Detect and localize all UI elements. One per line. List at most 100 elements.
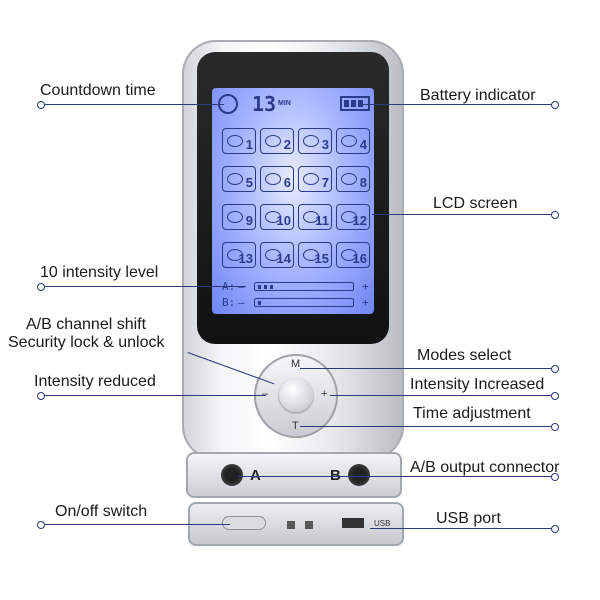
callout-intensity-reduced: Intensity reduced xyxy=(34,373,156,390)
output-jack-a[interactable] xyxy=(221,464,243,486)
leader-line xyxy=(40,395,266,396)
callout-ab-output-connector: A/B output connector xyxy=(410,459,560,476)
channel-b-minus: – xyxy=(238,296,245,309)
mode-number: 13 xyxy=(238,251,253,266)
mode-icon: 6 xyxy=(260,166,294,192)
mode-button[interactable]: M xyxy=(291,358,301,370)
mode-icon: 5 xyxy=(222,166,256,192)
mode-icon: 8 xyxy=(336,166,370,192)
massage-figure-icon xyxy=(227,211,243,223)
leader-dot xyxy=(551,365,559,373)
mode-icon: 14 xyxy=(260,242,294,268)
callout-usb-port: USB port xyxy=(436,510,501,527)
massage-figure-icon xyxy=(341,211,357,223)
callout-battery-indicator: Battery indicator xyxy=(420,87,536,104)
massage-figure-icon xyxy=(303,173,319,185)
mode-icon: 3 xyxy=(298,128,332,154)
mode-number: 7 xyxy=(321,175,329,190)
mode-number: 12 xyxy=(352,213,367,228)
leader-line xyxy=(40,104,224,105)
leader-line xyxy=(330,395,554,396)
mode-icon: 9 xyxy=(222,204,256,230)
leader-dot xyxy=(551,423,559,431)
leader-line xyxy=(300,426,554,427)
massage-figure-icon xyxy=(227,249,243,261)
mode-icon: 10 xyxy=(260,204,294,230)
callout-modes-select: Modes select xyxy=(417,347,512,364)
massage-figure-icon xyxy=(303,249,319,261)
callout-time-adjustment: Time adjustment xyxy=(413,405,531,422)
callout-security-lock: Security lock & unlock xyxy=(8,334,165,351)
callout-onoff-switch: On/off switch xyxy=(55,503,148,520)
mode-number: 2 xyxy=(283,137,291,152)
usb-port[interactable] xyxy=(342,518,364,528)
leader-dot xyxy=(551,525,559,533)
indicator-led xyxy=(305,521,313,529)
massage-figure-icon xyxy=(265,249,281,261)
intensity-up-button[interactable]: + xyxy=(321,388,328,400)
leader-line xyxy=(370,528,554,529)
massage-figure-icon xyxy=(227,135,243,147)
mode-icon: 15 xyxy=(298,242,332,268)
mode-number: 11 xyxy=(315,213,329,228)
mode-icon: 2 xyxy=(260,128,294,154)
mode-number: 16 xyxy=(352,251,367,266)
mode-number: 9 xyxy=(245,213,253,228)
mode-number: 8 xyxy=(359,175,367,190)
mode-number: 1 xyxy=(245,137,253,152)
output-jack-a-label: A xyxy=(250,467,261,484)
mode-icon: 12 xyxy=(336,204,370,230)
output-jack-b-label: B xyxy=(330,467,341,484)
time-button[interactable]: T xyxy=(292,420,299,432)
mode-icon: 16 xyxy=(336,242,370,268)
leader-dot xyxy=(551,392,559,400)
callout-countdown-time: Countdown time xyxy=(40,82,156,99)
mode-number: 5 xyxy=(245,175,253,190)
lcd-screen xyxy=(212,88,374,314)
massage-figure-icon xyxy=(303,211,319,223)
mode-number: 6 xyxy=(283,175,291,190)
output-jack-b[interactable] xyxy=(348,464,370,486)
channel-b-intensity-bar xyxy=(254,298,354,307)
mode-number: 10 xyxy=(276,213,291,228)
mode-icon: 13 xyxy=(222,242,256,268)
battery-icon xyxy=(340,96,370,111)
massage-figure-icon xyxy=(303,135,319,147)
leader-line xyxy=(40,524,230,525)
leader-line xyxy=(40,286,246,287)
usb-label: USB xyxy=(374,519,391,528)
massage-figure-icon xyxy=(265,211,281,223)
mode-number: 14 xyxy=(276,251,291,266)
massage-figure-icon xyxy=(265,173,281,185)
mode-icon: 11 xyxy=(298,204,332,230)
leader-dot xyxy=(37,283,45,291)
leader-line xyxy=(362,104,554,105)
massage-figure-icon xyxy=(265,135,281,147)
channel-b-label: B: xyxy=(222,296,236,309)
callout-lcd-screen: LCD screen xyxy=(433,195,518,212)
leader-dot xyxy=(37,101,45,109)
callout-intensity-increased: Intensity Increased xyxy=(410,376,545,393)
massage-figure-icon xyxy=(227,173,243,185)
mode-icon: 1 xyxy=(222,128,256,154)
leader-dot xyxy=(551,473,559,481)
intensity-down-button[interactable]: – xyxy=(262,388,269,400)
leader-line xyxy=(300,368,554,369)
indicator-led xyxy=(287,521,295,529)
mode-number: 15 xyxy=(314,251,329,266)
callout-ab-channel-shift: A/B channel shift xyxy=(26,316,147,333)
leader-dot xyxy=(37,521,45,529)
mode-number: 4 xyxy=(359,137,367,152)
mode-icon: 4 xyxy=(336,128,370,154)
countdown-timer-unit: MIN xyxy=(278,100,291,107)
callout-intensity-level: 10 intensity level xyxy=(40,264,159,281)
leader-dot xyxy=(551,211,559,219)
leader-dot xyxy=(551,101,559,109)
massage-figure-icon xyxy=(341,135,357,147)
leader-dot xyxy=(37,392,45,400)
power-switch[interactable] xyxy=(222,516,266,530)
countdown-timer-value: 13 xyxy=(252,92,277,116)
massage-figure-icon xyxy=(341,173,357,185)
leader-line xyxy=(238,476,554,477)
lock-shift-button[interactable] xyxy=(279,378,313,412)
